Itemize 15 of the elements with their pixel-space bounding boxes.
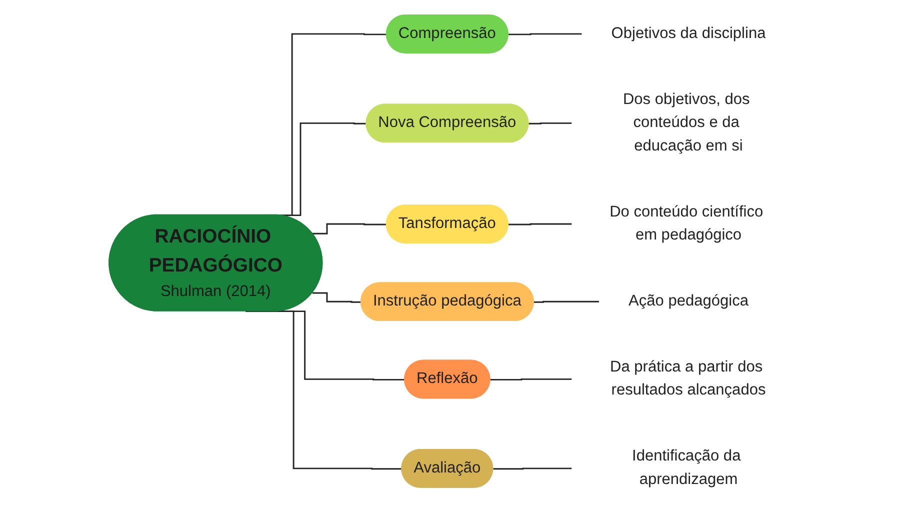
connector <box>534 300 600 303</box>
connector <box>508 33 582 36</box>
connector <box>493 468 572 470</box>
node-text: Da prática a partir dos resultados alcançados <box>610 358 766 399</box>
connector <box>508 223 572 226</box>
connector <box>490 378 572 380</box>
node-text: Identificação da aprendizagem <box>632 448 741 488</box>
node-text: Dos objetivos, dos conteúdos e da educação em si <box>622 91 750 154</box>
connector <box>528 122 572 124</box>
node-text: Objetivos da disciplina <box>611 25 766 42</box>
connector <box>312 292 362 303</box>
connector <box>246 310 402 470</box>
connector <box>312 223 387 234</box>
node-text: Ação pedagógica <box>628 292 748 310</box>
node-text: Do conteúdo científico em pedagógico <box>610 204 764 244</box>
